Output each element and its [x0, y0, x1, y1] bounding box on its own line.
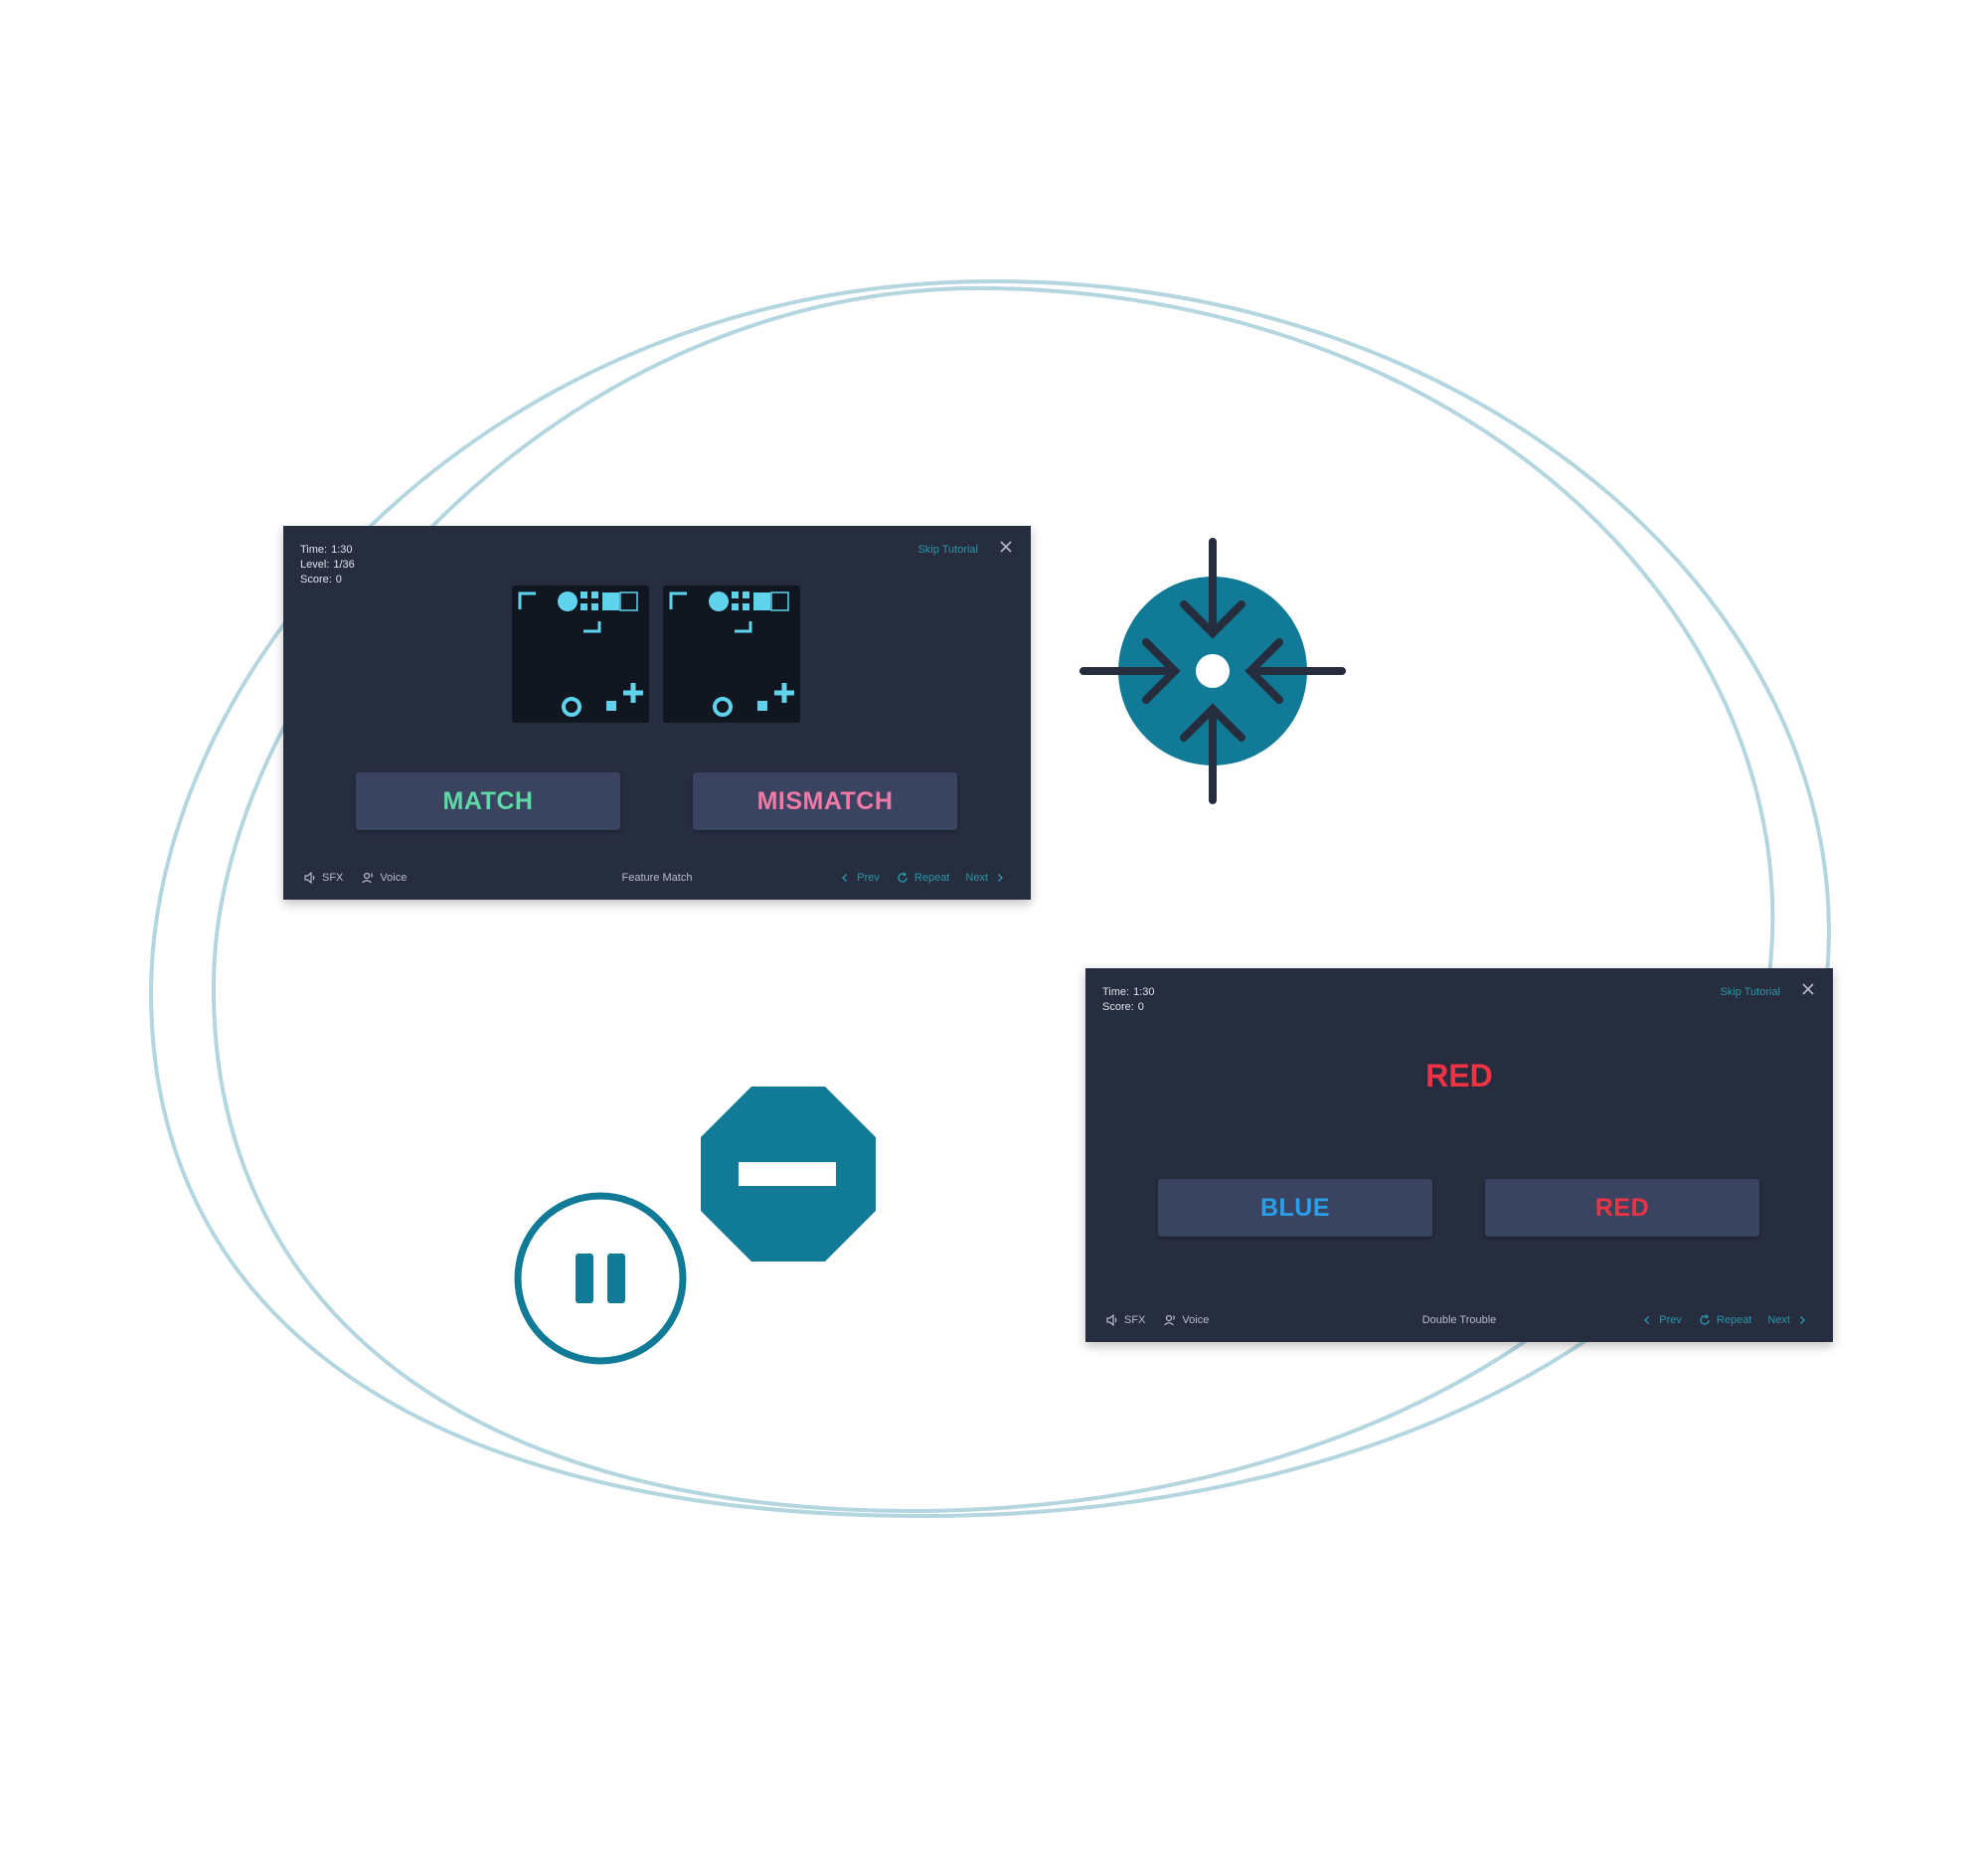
ellipse-outer: [148, 278, 1831, 1519]
panel-footer: SFX Voice Double Trouble Prev Repeat Nex…: [1085, 1298, 1833, 1342]
game-stats: Time:1:30 Level:1/36 Score:0: [300, 543, 355, 588]
feature-cards: [512, 586, 800, 723]
sfx-label: SFX: [322, 872, 344, 884]
stat-value: 0: [1137, 1001, 1144, 1013]
answer-button-red[interactable]: RED: [1485, 1179, 1759, 1237]
mismatch-button[interactable]: MISMATCH: [693, 772, 957, 830]
chevron-left-icon: [1644, 1316, 1650, 1324]
prev-label: Prev: [857, 872, 880, 884]
speaker-icon: [1106, 1313, 1117, 1327]
repeat-icon: [1700, 1314, 1710, 1325]
chevron-right-icon: [998, 874, 1003, 882]
panel-footer: SFX Voice Feature Match Prev Repeat Next: [283, 856, 1031, 900]
feature-card-shapes: [669, 591, 794, 717]
chevron-right-icon: [1800, 1316, 1805, 1324]
sfx-label: SFX: [1124, 1314, 1146, 1326]
repeat-button[interactable]: Repeat: [1698, 1313, 1751, 1327]
stat-value: 1:30: [1133, 986, 1155, 998]
repeat-label: Repeat: [913, 872, 950, 884]
voice-label: Voice: [380, 872, 408, 884]
feature-card-right: [663, 586, 800, 723]
voice-icon: [1164, 1314, 1176, 1326]
next-label: Next: [965, 872, 988, 884]
game-title: Double Trouble: [1421, 1314, 1497, 1326]
match-button[interactable]: MATCH: [356, 772, 620, 830]
stimulus-word: RED: [1425, 1058, 1493, 1094]
stop-sign-icon: [701, 1087, 876, 1262]
feature-card-shapes: [518, 591, 643, 717]
stat-label: Score:: [300, 574, 332, 586]
stat-label: Level:: [300, 559, 330, 571]
sfx-toggle[interactable]: SFX: [303, 871, 343, 885]
prev-button[interactable]: Prev: [1640, 1313, 1682, 1327]
double-trouble-panel: Time:1:30 Score:0 Skip Tutorial RED BLUE…: [1085, 968, 1833, 1342]
sfx-toggle[interactable]: SFX: [1105, 1313, 1145, 1327]
stat-label: Time:: [1102, 986, 1130, 998]
close-icon[interactable]: [1801, 982, 1815, 996]
prev-button[interactable]: Prev: [838, 871, 880, 885]
feature-match-panel: Time:1:30 Level:1/36 Score:0 Skip Tutori…: [283, 526, 1031, 900]
voice-toggle[interactable]: Voice: [361, 871, 407, 885]
stat-value: 1:30: [331, 544, 353, 556]
answer-button-blue[interactable]: BLUE: [1158, 1179, 1432, 1237]
repeat-button[interactable]: Repeat: [896, 871, 949, 885]
skip-tutorial-link[interactable]: Skip Tutorial: [917, 544, 978, 556]
game-stats: Time:1:30 Score:0: [1102, 985, 1155, 1015]
voice-icon: [362, 872, 374, 884]
repeat-label: Repeat: [1716, 1314, 1752, 1326]
skip-tutorial-link[interactable]: Skip Tutorial: [1720, 986, 1780, 998]
stat-value: 0: [335, 574, 342, 586]
voice-label: Voice: [1182, 1314, 1210, 1326]
stat-value: 1/36: [333, 559, 355, 571]
pause-icon: [514, 1192, 687, 1365]
prev-label: Prev: [1659, 1314, 1682, 1326]
next-button[interactable]: Next: [965, 871, 1007, 885]
close-icon[interactable]: [999, 540, 1013, 554]
stat-label: Time:: [300, 544, 328, 556]
focus-target-icon: [1079, 538, 1346, 804]
voice-toggle[interactable]: Voice: [1163, 1313, 1209, 1327]
chevron-left-icon: [842, 874, 848, 882]
game-title: Feature Match: [621, 872, 693, 884]
repeat-icon: [898, 872, 908, 883]
stat-label: Score:: [1102, 1001, 1134, 1013]
next-button[interactable]: Next: [1767, 1313, 1809, 1327]
next-label: Next: [1767, 1314, 1790, 1326]
feature-card-left: [512, 586, 649, 723]
speaker-icon: [304, 871, 315, 885]
